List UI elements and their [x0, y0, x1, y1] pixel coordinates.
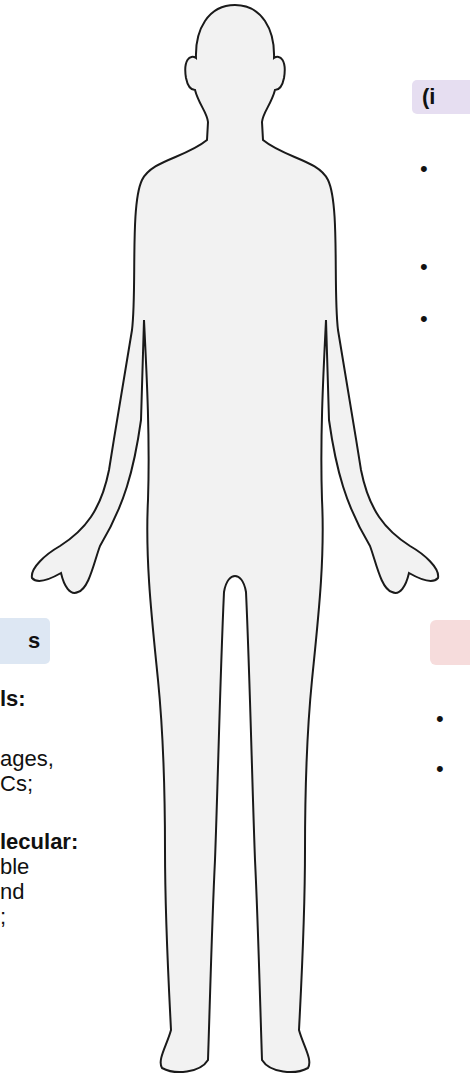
category-tag: [430, 620, 470, 665]
body-outline: [32, 5, 235, 1072]
text-fragment: ages,: [0, 748, 54, 770]
tag-text: s: [28, 630, 40, 652]
bullet-mark: •: [420, 256, 428, 278]
text-fragment: ble: [0, 856, 29, 878]
bullet-mark: •: [420, 158, 428, 180]
tag-text: (i: [422, 86, 435, 108]
category-tag: (i: [412, 80, 470, 114]
bullet-mark: •: [436, 708, 444, 730]
text-fragment: nd: [0, 881, 24, 903]
body-fill: [32, 5, 438, 1072]
category-tag: s: [0, 618, 50, 664]
text-fragment: lecular:: [0, 831, 78, 853]
body-outline: [235, 5, 438, 1072]
bullet-mark: •: [420, 308, 428, 330]
text-fragment: ls:: [0, 688, 26, 710]
text-fragment: ;: [0, 906, 6, 928]
bullet-mark: •: [436, 758, 444, 780]
text-fragment: Cs;: [0, 773, 33, 795]
